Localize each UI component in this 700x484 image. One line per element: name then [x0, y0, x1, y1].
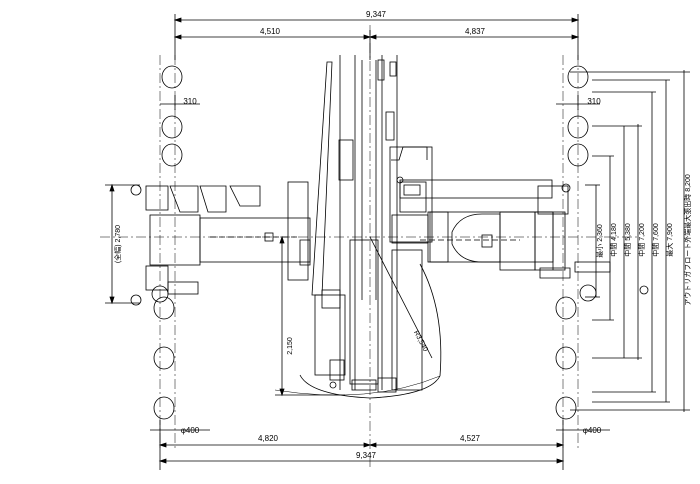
- boom: [311, 55, 398, 390]
- dim-pad-left: φ400: [181, 426, 200, 435]
- dim-left-top: 4,510: [260, 27, 281, 36]
- offset-dimensions: 310 310: [160, 95, 601, 110]
- dim-right-bottom: 4,527: [460, 434, 481, 443]
- outrigger-label-max: 最大 7,900: [665, 223, 674, 257]
- dim-pad-right: φ400: [583, 426, 602, 435]
- outrigger-pads-left: [153, 65, 183, 420]
- dim-width-vertical: (全幅) 2,780: [113, 225, 122, 263]
- outrigger-label-min: 最小 2,360: [595, 224, 604, 258]
- outrigger-labels: 最小 2,360 中間 4,180 中間 5,380 中間 7,200 中間 7…: [595, 174, 692, 306]
- superstructure: [299, 146, 433, 393]
- dim-total-bottom: 9,347: [356, 451, 377, 460]
- center-lines: [100, 25, 640, 470]
- top-dimensions: 9,347 4,510 4,837: [173, 10, 580, 60]
- rear-dimension: 2,150: [275, 235, 345, 397]
- outrigger-label-mid-3: 中間 7,200: [637, 223, 646, 257]
- pad-diameter-labels: φ400 φ400: [150, 426, 610, 435]
- bottom-dimensions: 4,820 4,527 9,347: [158, 420, 565, 470]
- dim-swing-radius: R3,540: [412, 330, 429, 353]
- outrigger-label-float-max: アウトリガフロート外端最大張出時 8,200: [683, 174, 692, 306]
- dim-right-top: 4,837: [465, 27, 486, 36]
- dim-offset-right: 310: [587, 97, 601, 106]
- width-dimension: (全幅) 2,780: [105, 183, 140, 305]
- outrigger-label-mid-4: 中間 7,600: [651, 223, 660, 257]
- outrigger-dimensions: [570, 70, 690, 412]
- outrigger-pads-right: [555, 65, 589, 420]
- outrigger-label-mid-1: 中間 4,180: [609, 223, 618, 257]
- dim-left-bottom: 4,820: [258, 434, 279, 443]
- dim-center-to-rear: 2,150: [287, 337, 294, 355]
- dim-total-top: 9,347: [366, 10, 387, 19]
- outrigger-label-mid-2: 中間 5,380: [623, 223, 632, 257]
- carrier-body: [130, 179, 649, 306]
- dim-offset-left: 310: [183, 97, 197, 106]
